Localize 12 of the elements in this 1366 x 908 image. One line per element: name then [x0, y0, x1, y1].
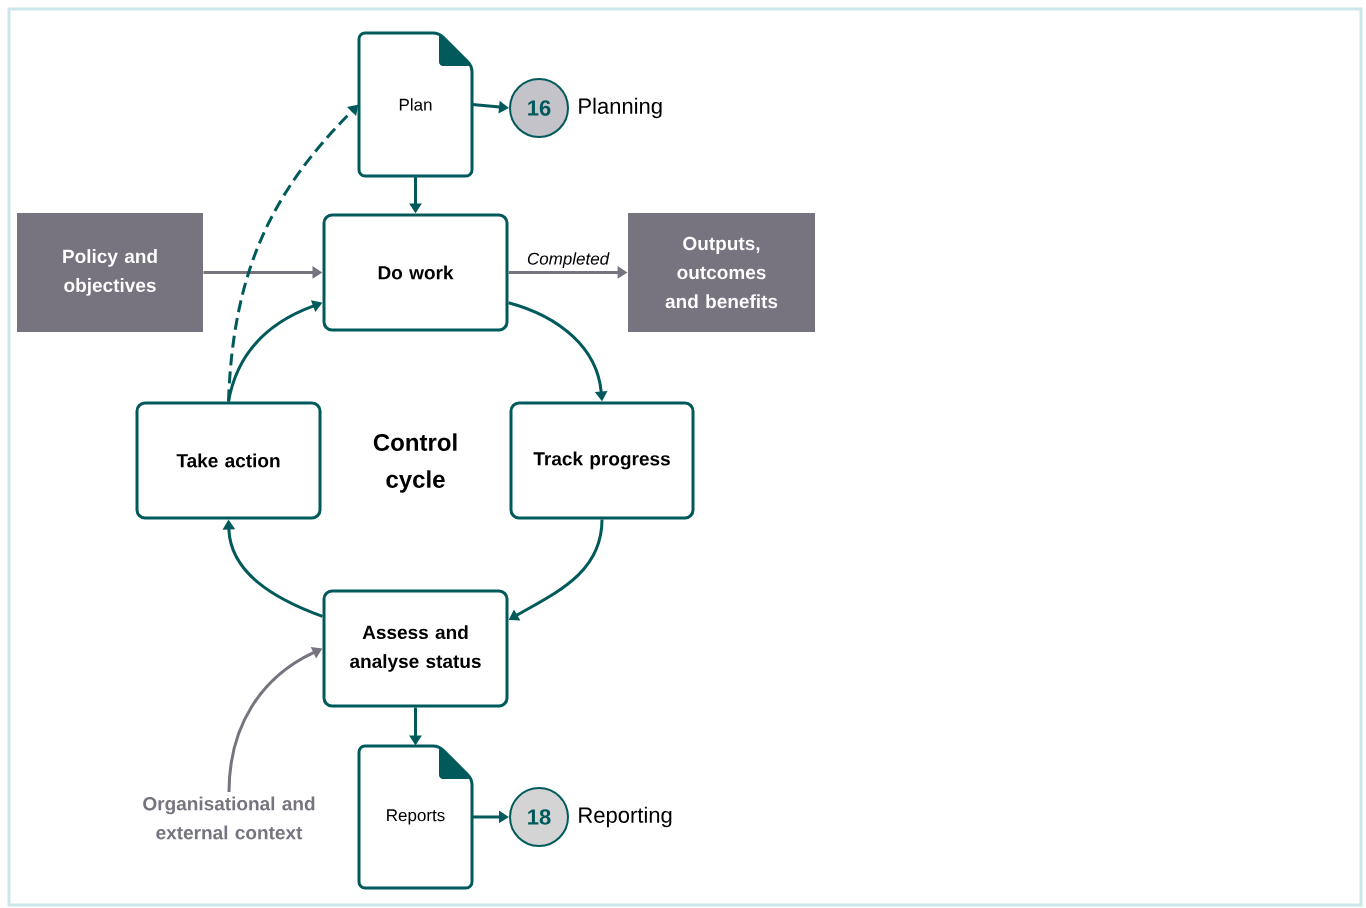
context-text: Organisational and external context	[143, 796, 315, 840]
process-box: Take action	[135, 401, 322, 520]
edge-label: Completed	[524, 250, 612, 271]
process-box: Do work	[322, 213, 509, 332]
dashed-arrow	[227, 104, 359, 402]
info-box: Outputs, outcomes and benefits	[628, 213, 815, 332]
circle-caption: Reporting	[579, 806, 672, 828]
cycle-title: Control cycle	[373, 433, 457, 493]
process-box: Assess and analyse status	[322, 589, 509, 708]
circle-caption: Planning	[579, 97, 662, 119]
info-box: Policy and objectives	[17, 213, 203, 332]
process-box: Track progress	[509, 401, 695, 520]
